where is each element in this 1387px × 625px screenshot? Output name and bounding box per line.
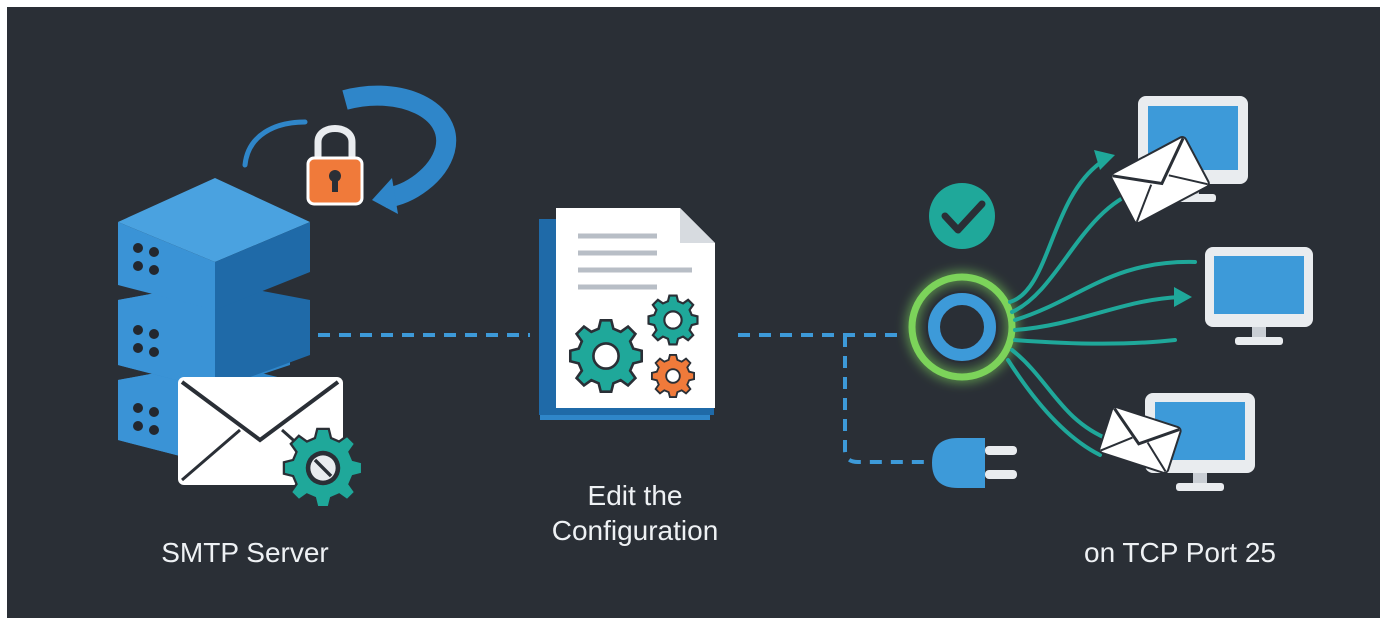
- monitor-icon: [1205, 247, 1313, 345]
- refresh-arrow-icon: [242, 85, 457, 214]
- edit-configuration-label: Edit the Configuration: [500, 478, 770, 548]
- smtp-server-label: SMTP Server: [161, 537, 329, 568]
- gear-icon: [282, 427, 364, 509]
- dashed-connector-plug: [843, 335, 930, 464]
- edit-configuration-line1: Edit the: [587, 480, 683, 511]
- flow-arrowheads: [1094, 150, 1192, 307]
- check-icon: [929, 183, 995, 249]
- tcp-port-label: on TCP Port 25: [1084, 537, 1276, 568]
- plug-icon: [932, 438, 1017, 488]
- envelope-icon: [1110, 135, 1210, 225]
- gear-icon: [568, 318, 644, 394]
- flow-lines: [1006, 161, 1197, 457]
- gear-icon: [647, 294, 699, 346]
- envelope-icon: [1098, 406, 1182, 474]
- lock-icon: [306, 125, 364, 206]
- edit-configuration-line2: Configuration: [551, 515, 719, 546]
- port-ring-icon: [908, 273, 1016, 381]
- gear-icon: [650, 353, 696, 399]
